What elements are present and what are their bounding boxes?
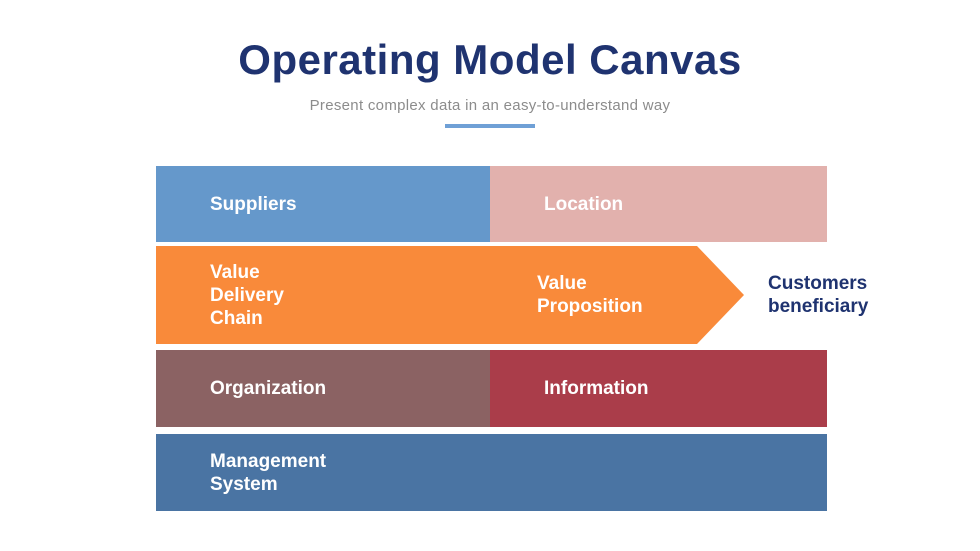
title-underline-decoration — [445, 124, 535, 128]
information-label: Information — [544, 378, 649, 399]
page-subtitle: Present complex data in an easy-to-under… — [309, 97, 671, 114]
management-system-label: Management System — [210, 450, 327, 495]
value-delivery-chain-label: Value Delivery Chain — [210, 261, 284, 329]
customers-beneficiary-label: Customers beneficiary — [768, 273, 869, 317]
location-label: Location — [544, 193, 624, 215]
value-chain-arrow: Value Delivery Chain Value Proposition — [156, 246, 744, 344]
suppliers-box: Suppliers — [156, 166, 490, 242]
value-proposition-label: Value Proposition — [537, 273, 643, 317]
page-title: Operating Model Canvas — [238, 36, 742, 83]
information-box: Information — [490, 350, 827, 427]
organization-box: Organization — [156, 350, 490, 427]
management-system-box: Management System — [156, 434, 827, 511]
organization-label: Organization — [210, 378, 327, 399]
suppliers-label: Suppliers — [210, 193, 297, 215]
location-box: Location — [490, 166, 827, 242]
